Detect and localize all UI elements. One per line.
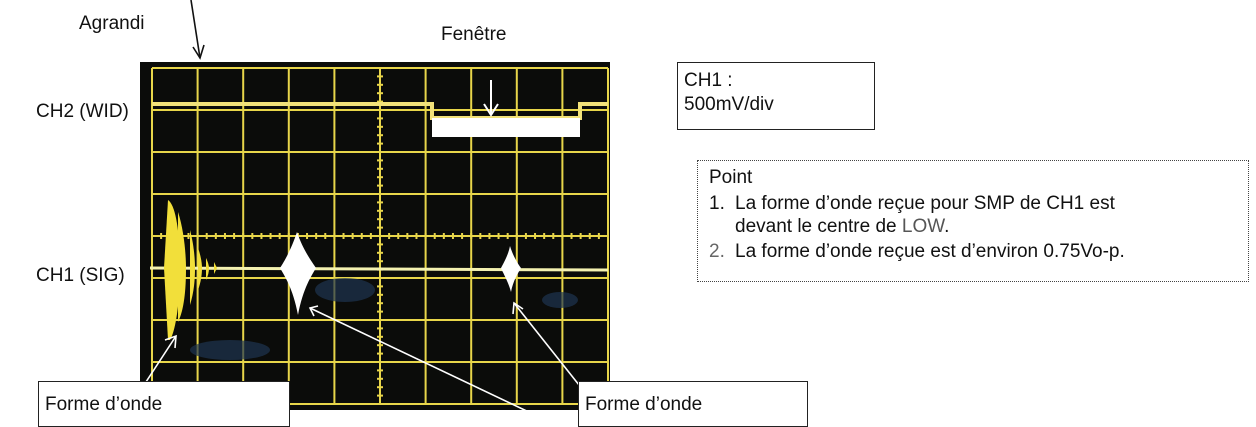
right-pulse-arrow	[513, 302, 584, 391]
agrandi-arrow	[190, 0, 201, 59]
waveform-label-left-text: Forme d’onde	[45, 394, 163, 415]
point-note-2: 2. La forme d’onde reçue est d’environ 0…	[709, 241, 1248, 264]
left-burst-arrow	[143, 335, 177, 386]
center-pulse-arrowhead	[308, 305, 319, 317]
agrandi-arrowhead	[192, 44, 205, 60]
point-note-1-text-a: La forme d’onde reçue pour SMP de CH1 es…	[735, 192, 1115, 214]
point-notes-list: 1. La forme d’onde reçue pour SMP de CH1…	[709, 193, 1248, 264]
point-note-1-number: 1.	[709, 192, 725, 214]
waveform-label-right-text: Forme d’onde	[585, 394, 703, 415]
waveform-label-right: Forme d’onde	[578, 381, 808, 427]
ch1-baseline	[149, 266, 609, 272]
window-pulse	[432, 118, 580, 137]
center-pulse	[280, 232, 316, 315]
point-note-2-number: 2.	[709, 241, 725, 263]
center-pulse-arrow	[309, 307, 555, 425]
ch1-scale-box: CH1 : 500mV/div	[677, 62, 875, 130]
point-note-1: 1. La forme d’onde reçue pour SMP de CH1…	[709, 193, 1248, 239]
fenetre-label: Fenêtre	[441, 24, 507, 45]
ch1-scale-title: CH1 :	[684, 70, 733, 91]
left-burst-arrowhead	[164, 334, 177, 349]
right-pulse	[501, 246, 521, 292]
ch1-scale-value: 500mV/div	[684, 93, 774, 115]
agrandi-label: Agrandi	[79, 13, 145, 34]
screen-noise	[190, 278, 578, 360]
ch2-label: CH2 (WID)	[36, 101, 129, 122]
waveform-label-left: Forme d’onde	[38, 381, 290, 427]
point-note-2-text: La forme d’onde reçue est d’environ 0.75…	[735, 241, 1125, 263]
point-note-1-text-b: devant le centre de	[735, 215, 897, 237]
fenetre-arrowhead	[483, 103, 499, 117]
point-note-1-period: .	[944, 215, 950, 237]
point-notes: Point 1. La forme d’onde reçue pour SMP …	[697, 160, 1249, 282]
ch1-label: CH1 (SIG)	[36, 265, 125, 286]
point-note-1-low: LOW	[901, 215, 945, 237]
point-notes-title: Point	[709, 167, 753, 188]
right-pulse-arrowhead	[512, 301, 524, 315]
left-burst	[164, 200, 217, 340]
